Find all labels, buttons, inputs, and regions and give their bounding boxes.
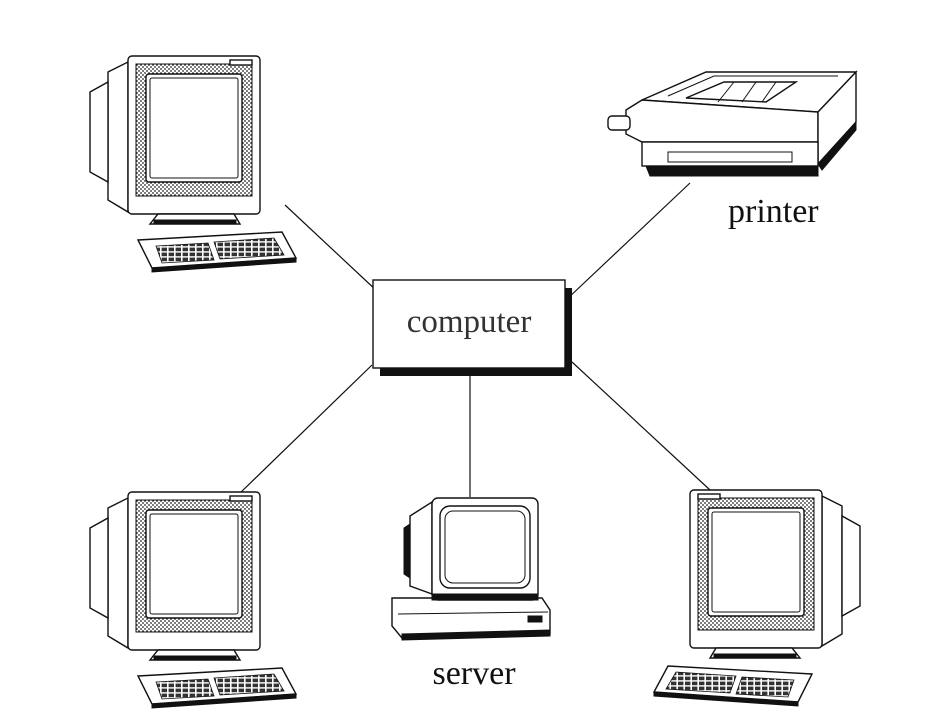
link-top-left	[284, 204, 379, 293]
server-icon	[391, 497, 551, 641]
link-printer	[565, 182, 691, 301]
server-label: server	[432, 655, 516, 692]
printer-label: printer	[728, 193, 819, 230]
workstation-bottom-left-icon	[89, 491, 297, 709]
workstation-top-left-icon	[89, 55, 297, 273]
computer-hub: computer	[372, 279, 572, 376]
link-bottom-left	[237, 364, 373, 496]
link-bottom-right	[571, 361, 711, 491]
printer-icon	[607, 70, 858, 177]
workstation-bottom-right-icon	[654, 490, 860, 706]
connection-lines	[237, 182, 711, 497]
hub-label: computer	[407, 304, 532, 340]
